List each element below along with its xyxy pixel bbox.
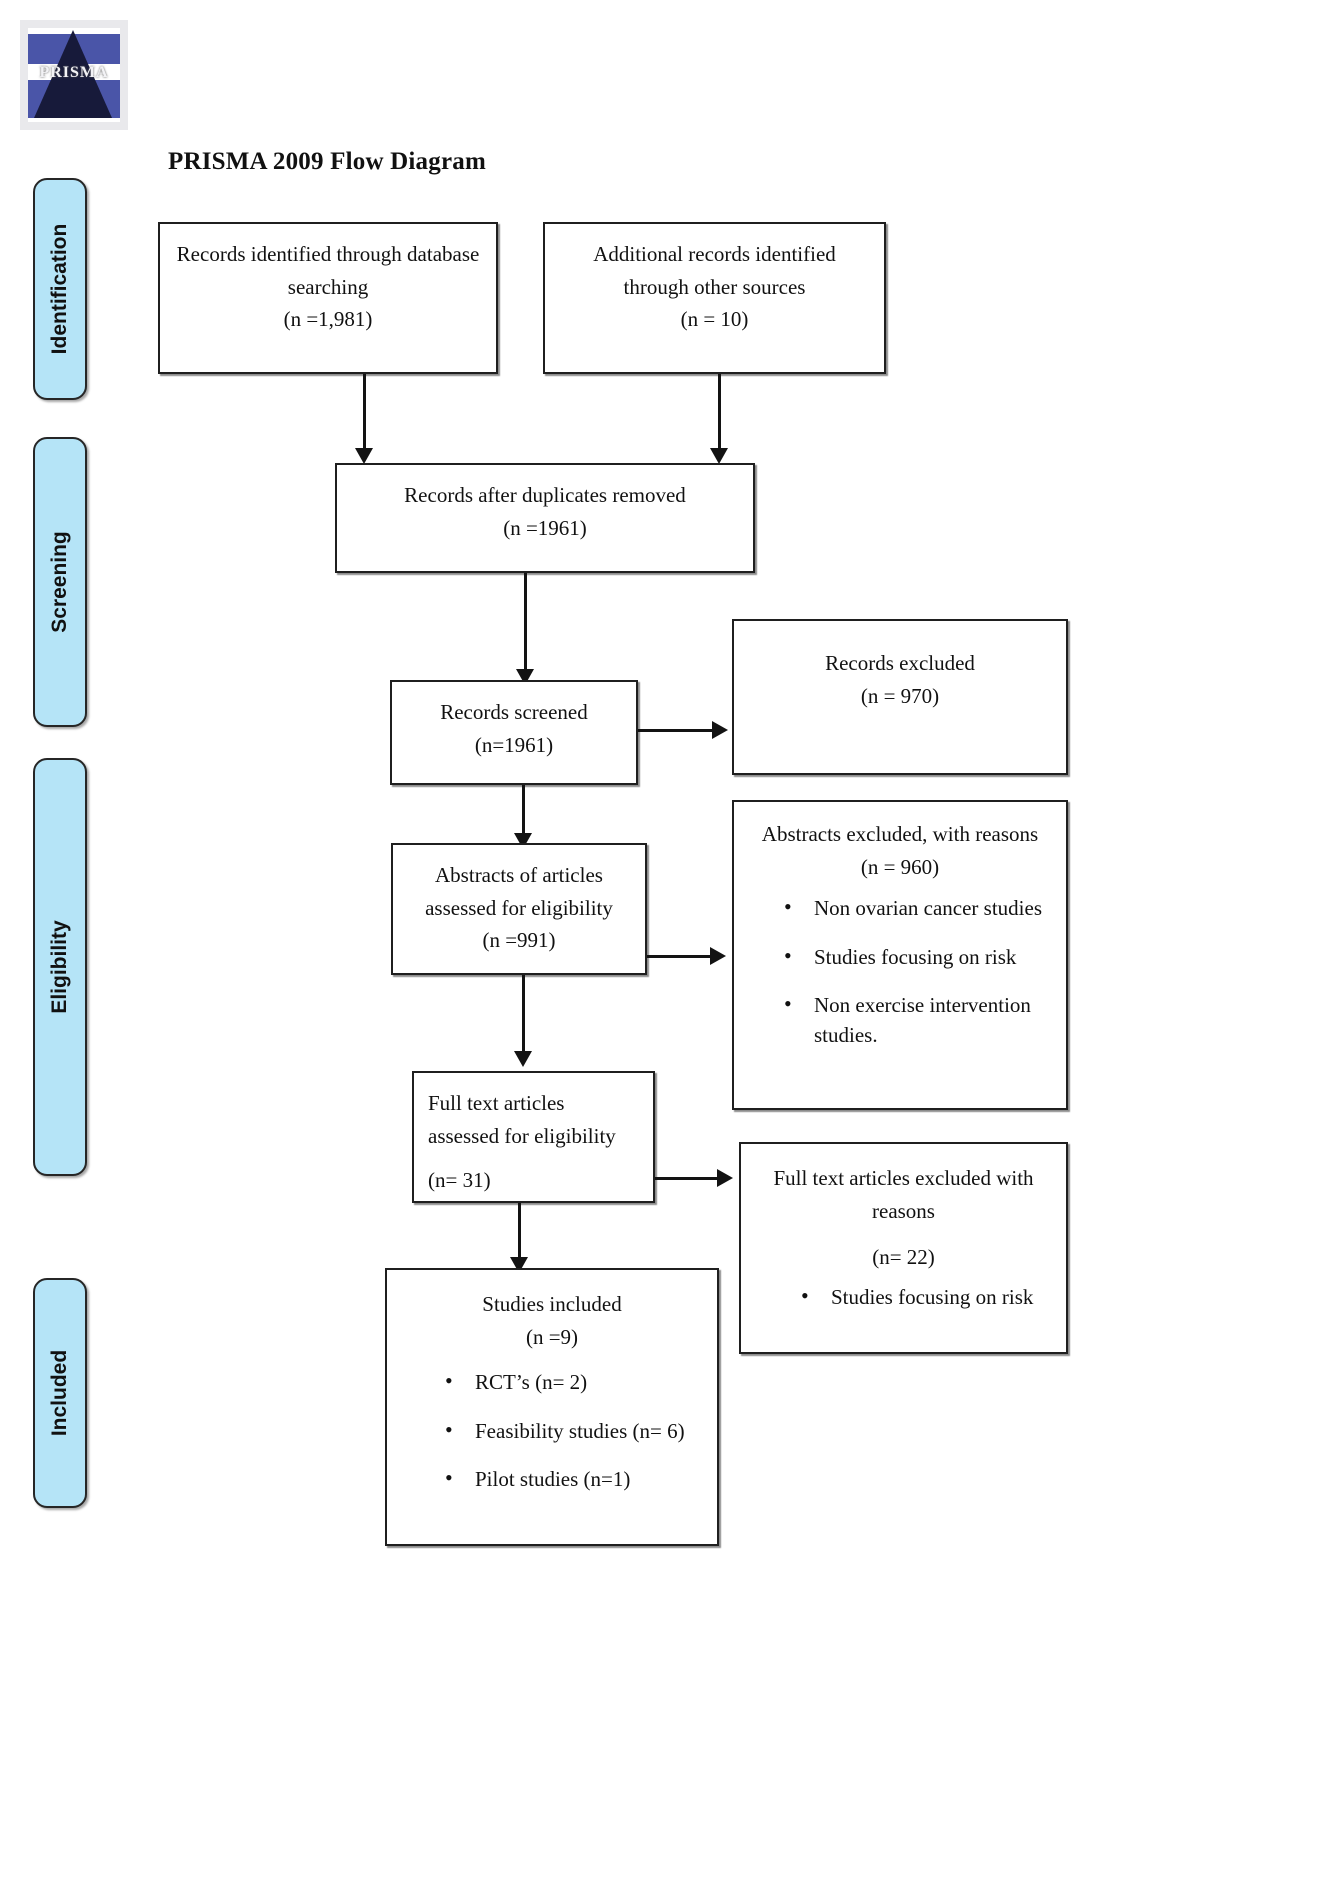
box-additional-records: Additional records identified through ot… (543, 222, 886, 374)
logo-wordmark: PRISMA (39, 64, 109, 81)
fulltext-assessed-count: (n= 31) (428, 1168, 491, 1193)
fulltext-excluded-line-1: Full text articles excluded with (773, 1166, 1034, 1190)
stage-eligibility-label: Eligibility (48, 920, 71, 1014)
fulltext-excluded-line-2: reasons (872, 1198, 935, 1223)
stage-identification: Identification (33, 178, 87, 400)
list-item: Non exercise intervention studies. (784, 988, 1050, 1051)
connector-screened-to-abstracts (522, 785, 525, 837)
additional-records-line-1: Additional records identified (593, 242, 836, 266)
box-records-excluded: Records excluded (n = 970) (732, 619, 1068, 775)
abstracts-assessed-line-1: Abstracts of articles (435, 863, 603, 887)
stage-identification-label: Identification (48, 223, 71, 355)
arrow-screened-to-excluded (712, 721, 728, 739)
page-title: PRISMA 2009 Flow Diagram (168, 148, 486, 175)
fulltext-excluded-reasons: Studies focusing on risk (757, 1280, 1050, 1312)
additional-records-count: (n = 10) (680, 307, 749, 332)
additional-records-line-2: through other sources (623, 274, 806, 299)
stage-screening: Screening (33, 437, 87, 727)
arrow-fulltext-to-excluded (717, 1169, 733, 1187)
box-records-screened: Records screened (n=1961) (390, 680, 638, 785)
stage-included-label: Included (48, 1349, 71, 1437)
abstracts-assessed-count: (n =991) (482, 928, 556, 953)
studies-included-count: (n =9) (525, 1324, 579, 1349)
box-fulltext-excluded: Full text articles excluded with reasons… (739, 1142, 1068, 1354)
records-screened-line-1: Records screened (440, 700, 588, 724)
connector-additional-to-duplicates (718, 374, 721, 452)
abstracts-assessed-line-2: assessed for eligibility (425, 895, 613, 920)
fulltext-assessed-spacer (428, 1152, 637, 1164)
studies-included-line-1: Studies included (482, 1292, 622, 1316)
abstracts-excluded-line-1: Abstracts excluded, with reasons (761, 822, 1039, 846)
records-excluded-count: (n = 970) (860, 683, 940, 708)
fulltext-assessed-line-1: Full text articles (428, 1091, 565, 1115)
after-duplicates-count: (n =1961) (503, 515, 587, 540)
box-abstracts-excluded: Abstracts excluded, with reasons (n = 96… (732, 800, 1068, 1110)
box-records-after-duplicates: Records after duplicates removed (n =196… (335, 463, 755, 573)
list-item: RCT’s (n= 2) (445, 1365, 701, 1397)
arrow-identified-to-duplicates (355, 448, 373, 464)
fulltext-assessed-line-2: assessed for eligibility (428, 1123, 616, 1148)
box-records-identified: Records identified through database sear… (158, 222, 498, 374)
arrow-abstracts-to-excluded (710, 947, 726, 965)
abstracts-excluded-reasons: Non ovarian cancer studies Studies focus… (750, 891, 1050, 1051)
records-identified-line-1: Records identified through database (176, 242, 480, 266)
list-item: Studies focusing on risk (801, 1280, 1050, 1312)
connector-identified-to-duplicates (363, 374, 366, 452)
stage-eligibility: Eligibility (33, 758, 87, 1176)
records-screened-count: (n=1961) (474, 732, 554, 757)
list-item: Pilot studies (n=1) (445, 1462, 701, 1494)
list-item: Studies focusing on risk (784, 940, 1050, 972)
stage-screening-label: Screening (48, 531, 71, 633)
connector-fulltext-to-excluded (655, 1177, 719, 1180)
box-abstracts-assessed: Abstracts of articles assessed for eligi… (391, 843, 647, 975)
records-excluded-line-1: Records excluded (825, 651, 975, 675)
list-item: Feasibility studies (n= 6) (445, 1414, 701, 1446)
box-fulltext-assessed: Full text articles assessed for eligibil… (412, 1071, 655, 1203)
after-duplicates-line-1: Records after duplicates removed (404, 483, 686, 507)
studies-included-breakdown: RCT’s (n= 2) Feasibility studies (n= 6) … (403, 1365, 701, 1494)
prisma-logo-icon: PRISMA (20, 20, 128, 130)
connector-abstracts-to-excluded (647, 955, 712, 958)
records-identified-line-2: searching (287, 274, 369, 299)
list-item: Non ovarian cancer studies (784, 891, 1050, 923)
connector-screened-to-excluded (638, 729, 714, 732)
connector-fulltext-to-included (518, 1203, 521, 1261)
arrow-additional-to-duplicates (710, 448, 728, 464)
stage-included: Included (33, 1278, 87, 1508)
connector-duplicates-to-screened (524, 573, 527, 673)
logo-triangle-icon (34, 30, 112, 118)
records-identified-count: (n =1,981) (283, 307, 373, 332)
box-studies-included: Studies included (n =9) RCT’s (n= 2) Fea… (385, 1268, 719, 1546)
arrow-abstracts-to-fulltext (514, 1051, 532, 1067)
connector-abstracts-to-fulltext (522, 975, 525, 1055)
abstracts-excluded-count: (n = 960) (860, 854, 940, 879)
fulltext-excluded-count: (n= 22) (872, 1245, 935, 1270)
